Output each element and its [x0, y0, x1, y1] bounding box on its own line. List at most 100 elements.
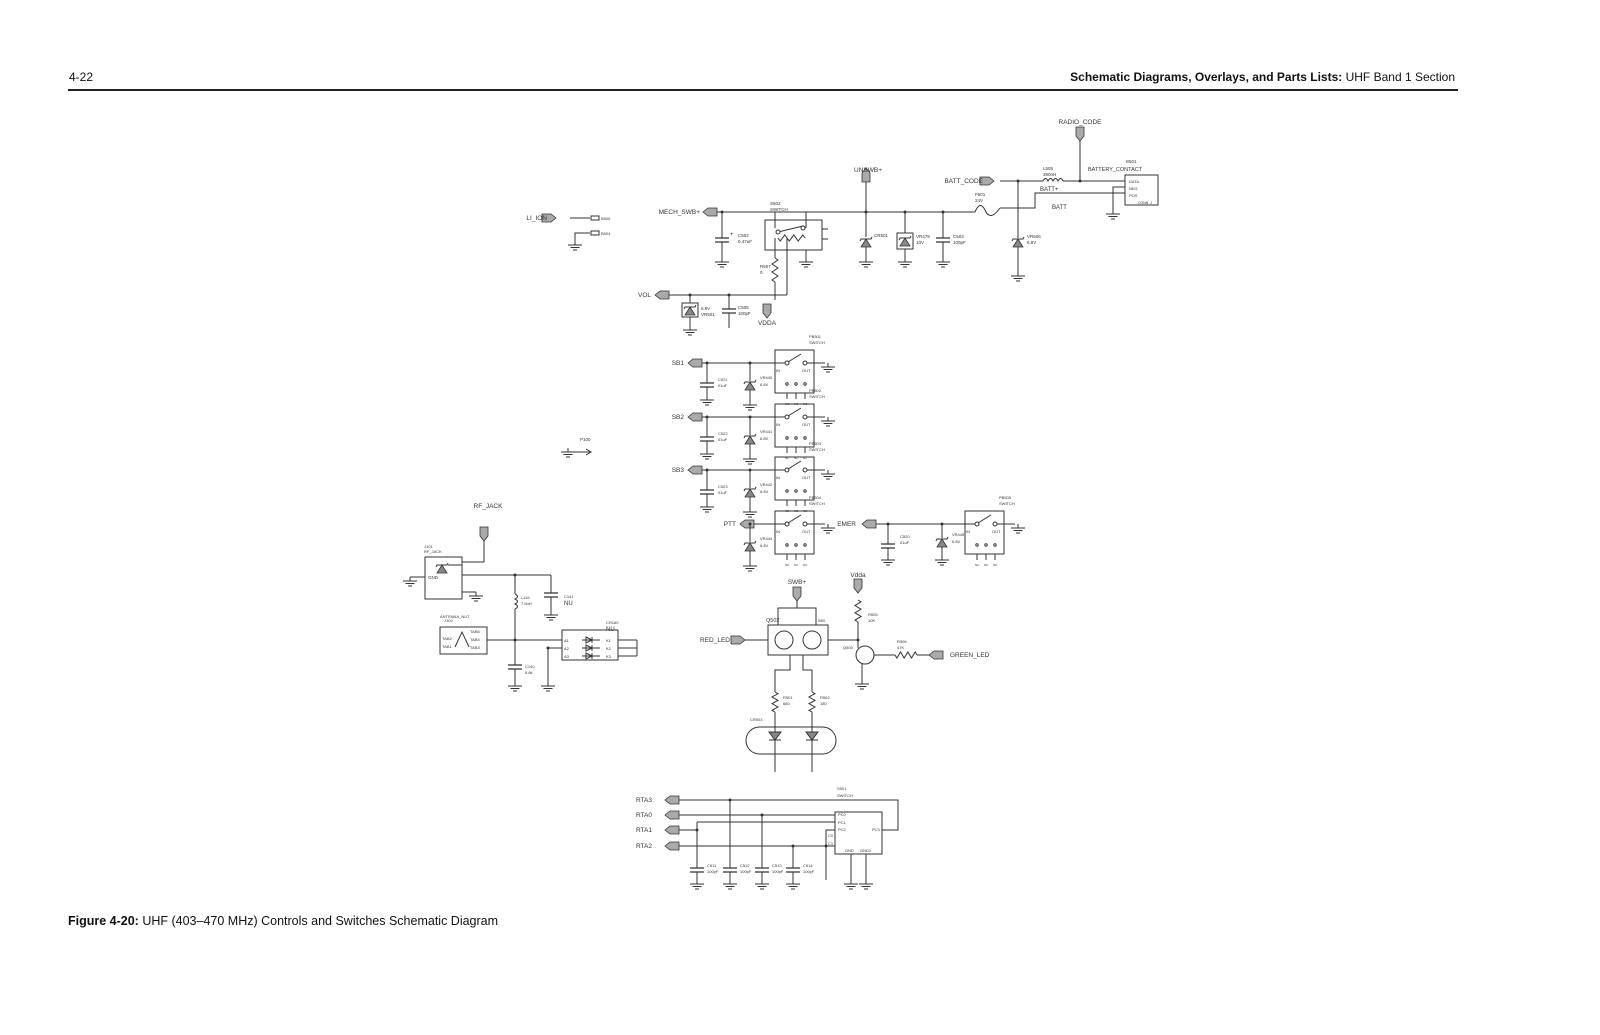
port-flag-mech_swb[interactable] — [702, 207, 718, 217]
part-label: 100pF — [740, 869, 752, 874]
part-label: NC — [984, 563, 989, 567]
part-label: IMD — [818, 618, 825, 623]
ground-icon — [935, 559, 949, 566]
port-flag-rta0[interactable] — [664, 810, 680, 820]
led-icon — [805, 731, 819, 741]
section-title-rest: UHF Band 1 Section — [1342, 70, 1455, 84]
resistor-icon — [770, 691, 780, 713]
capacitor-icon — [881, 543, 895, 549]
port-flag-batt_code[interactable] — [979, 176, 995, 186]
part-label: NEG — [1129, 186, 1138, 191]
port-flag-sb3[interactable] — [687, 465, 703, 475]
part-label: PB503 — [809, 441, 822, 446]
part-label: OUT — [802, 368, 811, 373]
port-label: MECH_SWB+ — [659, 209, 701, 216]
switch-pin — [785, 382, 789, 386]
port-flag-sb2[interactable] — [687, 412, 703, 422]
part-label: IN — [776, 475, 780, 480]
part-label: ANTENNA_NUT — [440, 614, 470, 619]
part-label: 7.5nH — [521, 601, 532, 606]
wire — [774, 655, 791, 692]
part-label: 01uF — [718, 383, 728, 388]
part-label: GND1 — [860, 848, 872, 853]
ground-icon — [403, 580, 417, 587]
ground-icon — [743, 565, 757, 572]
part-label: VR442 — [760, 482, 773, 487]
zener-bar — [1011, 236, 1025, 242]
part-label: 680 — [783, 701, 790, 706]
part-label: VR501 — [701, 312, 715, 317]
figure-caption-text: UHF (403–470 MHz) Controls and Switches … — [138, 914, 499, 928]
port-flag-rf_jack[interactable] — [479, 526, 489, 542]
switch-contact — [800, 225, 806, 231]
port-flag-li_ion[interactable] — [541, 213, 557, 223]
plus-sign: + — [730, 232, 734, 238]
switch-pin — [975, 543, 979, 547]
port-flag-rta1[interactable] — [664, 825, 680, 835]
part-label: Q502 — [766, 618, 779, 624]
zener-diode-icon — [899, 237, 911, 247]
switch-pin — [993, 543, 997, 547]
part-label: NU — [564, 601, 573, 607]
part-label: C513 — [772, 863, 782, 868]
part-label: NC — [785, 563, 790, 567]
part-label: 6.8V — [952, 539, 961, 544]
part-label: TAB3 — [470, 645, 480, 650]
b501-body — [1124, 174, 1159, 206]
ground-icon — [469, 595, 483, 602]
part-label: J101 — [424, 544, 433, 549]
part-label: 10K — [868, 618, 875, 623]
part-label: NC — [785, 456, 790, 460]
part-label: 01uF — [718, 437, 728, 442]
port-flag-vol[interactable] — [654, 290, 670, 300]
switch-contact — [992, 521, 998, 527]
port-flag-ptt[interactable] — [739, 519, 755, 529]
port-flag-emer[interactable] — [861, 519, 877, 529]
zener-diode-icon — [436, 564, 448, 574]
part-label: R506 — [897, 639, 907, 644]
part-label: POS — [1129, 193, 1138, 198]
ground-icon — [786, 883, 800, 890]
part-label: K1 — [606, 638, 612, 643]
ground-icon — [799, 261, 813, 268]
port-label: GREEN_LED — [950, 652, 990, 659]
led-icon — [768, 731, 782, 741]
port-flag-green_led[interactable] — [928, 650, 944, 660]
port-flag-swb[interactable] — [792, 586, 802, 602]
part-label: IN — [776, 529, 780, 534]
port-flag-rta3[interactable] — [664, 795, 680, 805]
ground-icon — [821, 420, 835, 427]
wire — [574, 232, 590, 245]
ground-icon — [936, 261, 950, 268]
port-flag-sb1[interactable] — [687, 358, 703, 368]
part-label: C512 — [740, 863, 750, 868]
wire — [777, 225, 804, 233]
ground-icon — [859, 261, 873, 268]
inductor-icon — [1042, 178, 1064, 183]
part-label: C140 — [525, 664, 535, 669]
ground-icon — [1011, 527, 1025, 534]
zener-bar — [743, 379, 757, 385]
switch-pin — [794, 543, 798, 547]
part-label: TAB6 — [470, 629, 480, 634]
zener-bar — [743, 486, 757, 492]
port-flag-radio_code[interactable] — [1075, 126, 1085, 142]
part-label: C523 — [718, 484, 728, 489]
port-label: RTA0 — [636, 812, 652, 819]
push-switch-body — [774, 456, 815, 501]
port-flag-vdda_top[interactable] — [762, 303, 772, 319]
wire — [787, 460, 802, 470]
part-label: NU — [606, 627, 615, 633]
diode-icon — [582, 652, 600, 660]
port-label: VDDA — [758, 320, 777, 327]
port-flag-red_led[interactable] — [730, 635, 746, 645]
part-label: SWITCH — [809, 501, 825, 506]
ground-icon — [755, 883, 769, 890]
port-flag-vdda[interactable] — [853, 578, 863, 594]
ground-icon — [743, 511, 757, 518]
wire — [787, 353, 802, 363]
port-flag-rta2[interactable] — [664, 841, 680, 851]
header-rule — [68, 89, 1458, 91]
switch-pin — [803, 436, 807, 440]
port-label: SB1 — [672, 360, 685, 367]
